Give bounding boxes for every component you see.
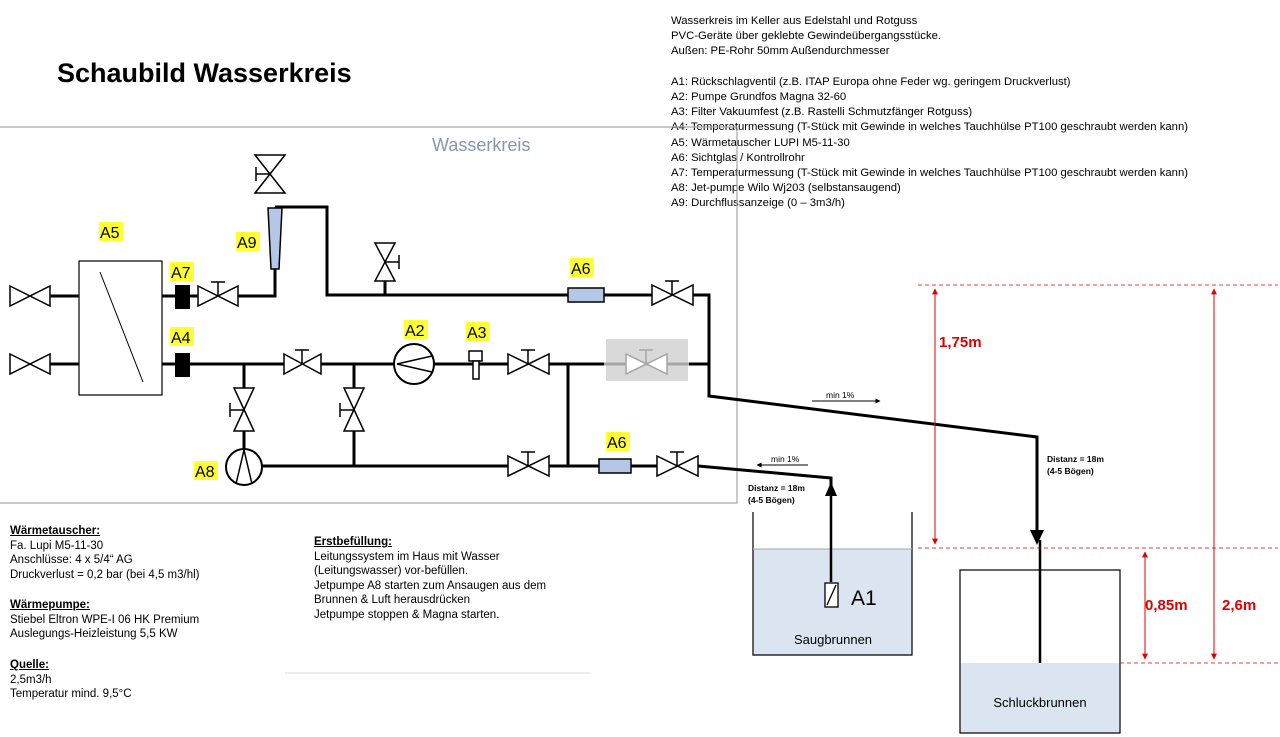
quelle-info: Quelle: 2,5m3/h Temperatur mind. 9,5°C	[10, 658, 132, 702]
flow-meter-a9	[267, 207, 283, 270]
temperature-sensor-a7	[175, 285, 190, 309]
return-well-label: Schluckbrunnen	[993, 695, 1086, 710]
legend-notes: Wasserkreis im Keller aus Edelstahl und …	[671, 14, 1188, 212]
optional-valve	[604, 339, 689, 381]
gate-valve	[9, 154, 699, 478]
label-a8: A8	[195, 464, 215, 481]
filter-a3	[468, 350, 483, 380]
erstbefuellung-heading: Erstbefüllung:	[314, 536, 392, 548]
label-a7: A7	[171, 265, 191, 282]
label-a9: A9	[237, 235, 257, 252]
slope-label-right: min 1%	[826, 390, 855, 400]
note-line: A5: Wärmetauscher LUPI M5-11-30	[671, 136, 850, 149]
label-a4: A4	[171, 330, 191, 347]
info-line: Jetpumpe stoppen & Magna starten.	[314, 608, 500, 621]
check-valve-a1	[824, 582, 839, 608]
sight-glass-a6	[567, 287, 605, 303]
suction-well: A1 Saugbrunnen	[752, 482, 913, 656]
info-line: Anschlüsse: 4 x 5/4“ AG	[10, 554, 133, 567]
pump-a2	[393, 343, 435, 385]
note-line: A7: Temperaturmessung (T-Stück mit Gewin…	[671, 167, 1188, 180]
note-line: A1: Rückschlagventil (z.B. ITAP Europa o…	[671, 75, 1071, 88]
suction-well-label: Saugbrunnen	[794, 632, 872, 647]
info-line: Brunnen & Luft herausdrücken	[314, 594, 470, 607]
dimension-total: 2,6m	[1222, 597, 1256, 614]
info-line: 2,5m3/h	[10, 673, 52, 686]
sight-glass-a6	[598, 458, 632, 474]
dimension-middle: 0,85m	[1145, 597, 1188, 614]
label-a6-top: A6	[571, 261, 591, 278]
waermetauscher-heading: Wärmetauscher:	[10, 525, 101, 537]
diagram-frame	[0, 126, 738, 504]
temperature-sensor-a4	[175, 353, 190, 377]
page-title: Schaubild Wasserkreis	[57, 58, 352, 88]
info-line: Fa. Lupi M5-11-30	[10, 539, 104, 552]
slope-label-left: min 1%	[771, 454, 800, 464]
return-arrow	[1030, 530, 1044, 545]
label-a6-bottom: A6	[607, 435, 627, 452]
waermepumpe-heading: Wärmepumpe:	[10, 599, 90, 611]
note-line: A4: Temperaturmessung (T-Stück mit Gewin…	[671, 121, 1188, 134]
dimension-top: 1,75m	[939, 334, 982, 351]
info-line: Jetpumpe A8 starten zum Ansaugen aus dem	[314, 579, 547, 592]
erstbefuellung-info: Erstbefüllung: Leitungssystem im Haus mi…	[314, 535, 546, 623]
note-line: A3: Filter Vakuumfest (z.B. Rastelli Sch…	[671, 106, 973, 119]
distance-label-right: (4-5 Bögen)	[1047, 466, 1094, 476]
quelle-heading: Quelle:	[10, 659, 49, 671]
distance-label-left: (4-5 Bögen)	[748, 495, 795, 505]
distance-label-right: Distanz = 18m	[1047, 454, 1104, 464]
label-a1: A1	[851, 587, 877, 610]
pipes	[50, 205, 1039, 530]
component-labels: A5 A7 A4 A9 A6 A2 A3 A6 A8	[99, 222, 630, 481]
note-line: A9: Durchflussanzeige (0 – 3m3/h)	[671, 197, 845, 210]
note-line: PVC-Geräte über geklebte Gewindeübergang…	[671, 30, 942, 43]
label-a5: A5	[100, 225, 120, 242]
info-line: Temperatur mind. 9,5°C	[10, 688, 132, 701]
label-a2: A2	[405, 323, 425, 340]
note-line: Wasserkreis im Keller aus Edelstahl und …	[671, 15, 918, 27]
note-line: A8: Jet-pumpe Wilo Wj203 (selbstansaugen…	[671, 182, 901, 195]
note-line: Außen: PE-Rohr 50mm Außendurchmesser	[671, 45, 890, 58]
distance-label-left: Distanz = 18m	[748, 483, 805, 493]
return-well: Schluckbrunnen	[959, 569, 1121, 734]
heat-exchanger-a5	[78, 260, 163, 396]
waermetauscher-info: Wärmetauscher: Fa. Lupi M5-11-30 Anschlü…	[10, 524, 200, 582]
info-line: Druckverlust = 0,2 bar (bei 4,5 m3/hl)	[10, 568, 200, 581]
note-line: A2: Pumpe Grundfos Magna 32-60	[671, 91, 847, 104]
height-dimensions: 1,75m 0,85m 2,6m	[918, 284, 1278, 664]
info-line: Leitungssystem im Haus mit Wasser	[314, 550, 500, 563]
label-a3: A3	[467, 325, 487, 342]
note-line: A6: Sichtglas / Kontrollrohr	[671, 151, 805, 164]
waermepumpe-info: Wärmepumpe: Stiebel Eltron WPE-I 06 HK P…	[10, 598, 199, 642]
info-line: Auslegungs-Heizleistung 5,5 KW	[10, 628, 178, 641]
info-line: Stiebel Eltron WPE-I 06 HK Premium	[10, 613, 200, 626]
info-line: (Leitungswasser) vor-befüllen.	[314, 565, 469, 578]
diagram-title: Wasserkreis	[432, 135, 530, 155]
jet-pump-a8	[225, 448, 263, 486]
